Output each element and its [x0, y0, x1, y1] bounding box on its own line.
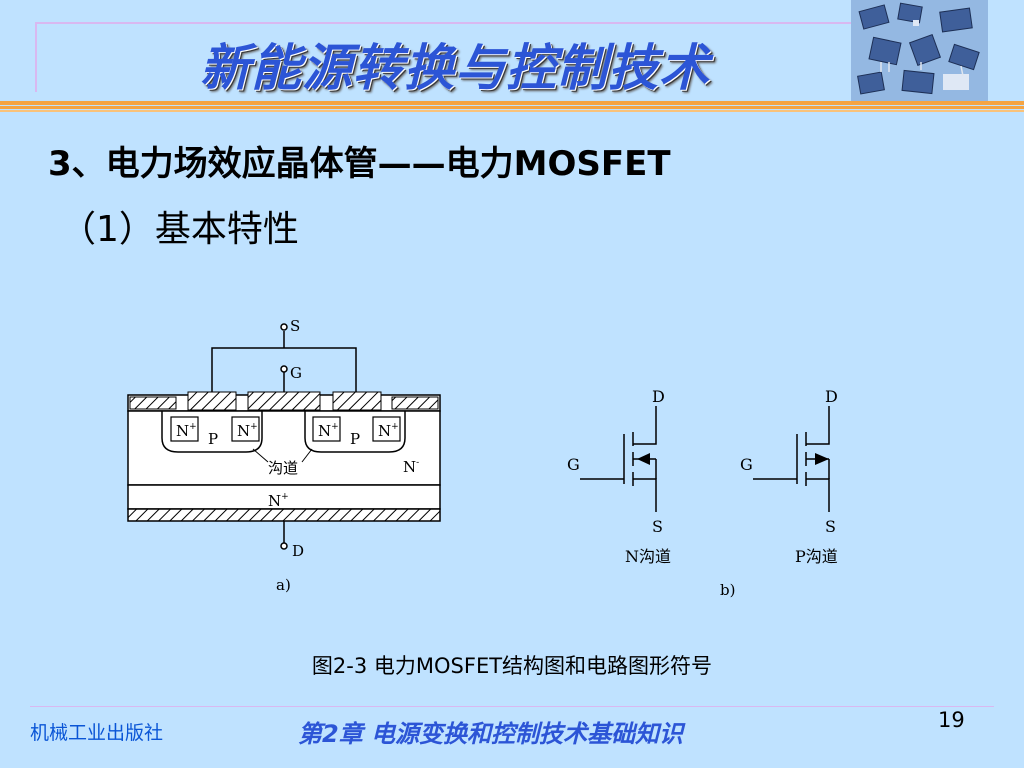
p-label: P — [208, 430, 218, 448]
n-plus-label: N+ — [378, 422, 399, 440]
n-plus-label: N+ — [237, 422, 258, 440]
drain-terminal — [280, 542, 288, 550]
channel-label: 沟道 — [268, 459, 298, 477]
section-heading: 3、电力场效应晶体管——电力MOSFET — [48, 144, 671, 184]
n-channel-caption: N沟道 — [625, 547, 671, 566]
publisher-name: 机械工业出版社 — [30, 722, 164, 744]
p-channel-drain-label: D — [825, 387, 838, 406]
subsection-heading: （1）基本特性 — [60, 209, 299, 250]
drain-metal — [127, 508, 441, 522]
n-channel-mosfet-symbol: D G S N沟道 — [567, 387, 671, 566]
diagram-b-label: b) — [720, 581, 735, 599]
p-channel-caption: P沟道 — [795, 547, 838, 566]
metal-contact — [129, 396, 177, 410]
gate-electrode — [247, 391, 321, 411]
n-plus-substrate-label: N+ — [268, 492, 289, 510]
n-plus-label: N+ — [318, 422, 339, 440]
chapter-title: 第2章 电源变换和控制技术基础知识 — [298, 720, 684, 748]
n-channel-gate-label: G — [567, 455, 580, 474]
p-channel-source-label: S — [825, 517, 836, 536]
p-well-left — [161, 411, 263, 453]
source-terminal — [280, 323, 288, 331]
diagram-a-label: a) — [276, 576, 291, 594]
header-divider — [0, 101, 1024, 105]
gate-label: G — [290, 364, 302, 382]
slide-title: 新能源转换与控制技术 — [200, 39, 710, 97]
gate-terminal — [280, 365, 288, 373]
source-metal — [332, 391, 382, 411]
p-channel-mosfet-symbol: D G S P沟道 — [740, 387, 838, 566]
figure-caption: 图2-3 电力MOSFET结构图和电路图形符号 — [311, 654, 713, 678]
n-channel-drain-label: D — [652, 387, 665, 406]
footer-divider — [30, 706, 994, 707]
header-divider — [0, 106, 1024, 109]
page-number: 19 — [938, 708, 965, 732]
mosfet-structure-diagram: S G N+ N+ N+ N+ P P — [127, 317, 441, 594]
source-label: S — [290, 317, 300, 335]
metal-contact — [391, 396, 439, 410]
n-minus-label: N- — [403, 458, 419, 476]
header-divider — [0, 110, 1024, 112]
p-well-right — [304, 411, 406, 453]
source-metal — [187, 391, 237, 411]
header-photo-electronic-components — [851, 0, 988, 101]
drain-label: D — [292, 542, 304, 560]
decorative-line-top — [35, 22, 855, 24]
n-channel-source-label: S — [652, 517, 663, 536]
decorative-line-left — [35, 22, 37, 92]
p-channel-gate-label: G — [740, 455, 753, 474]
mosfet-diagrams: S G N+ N+ N+ N+ P P — [127, 317, 838, 599]
n-plus-label: N+ — [176, 422, 197, 440]
p-label: P — [350, 430, 360, 448]
